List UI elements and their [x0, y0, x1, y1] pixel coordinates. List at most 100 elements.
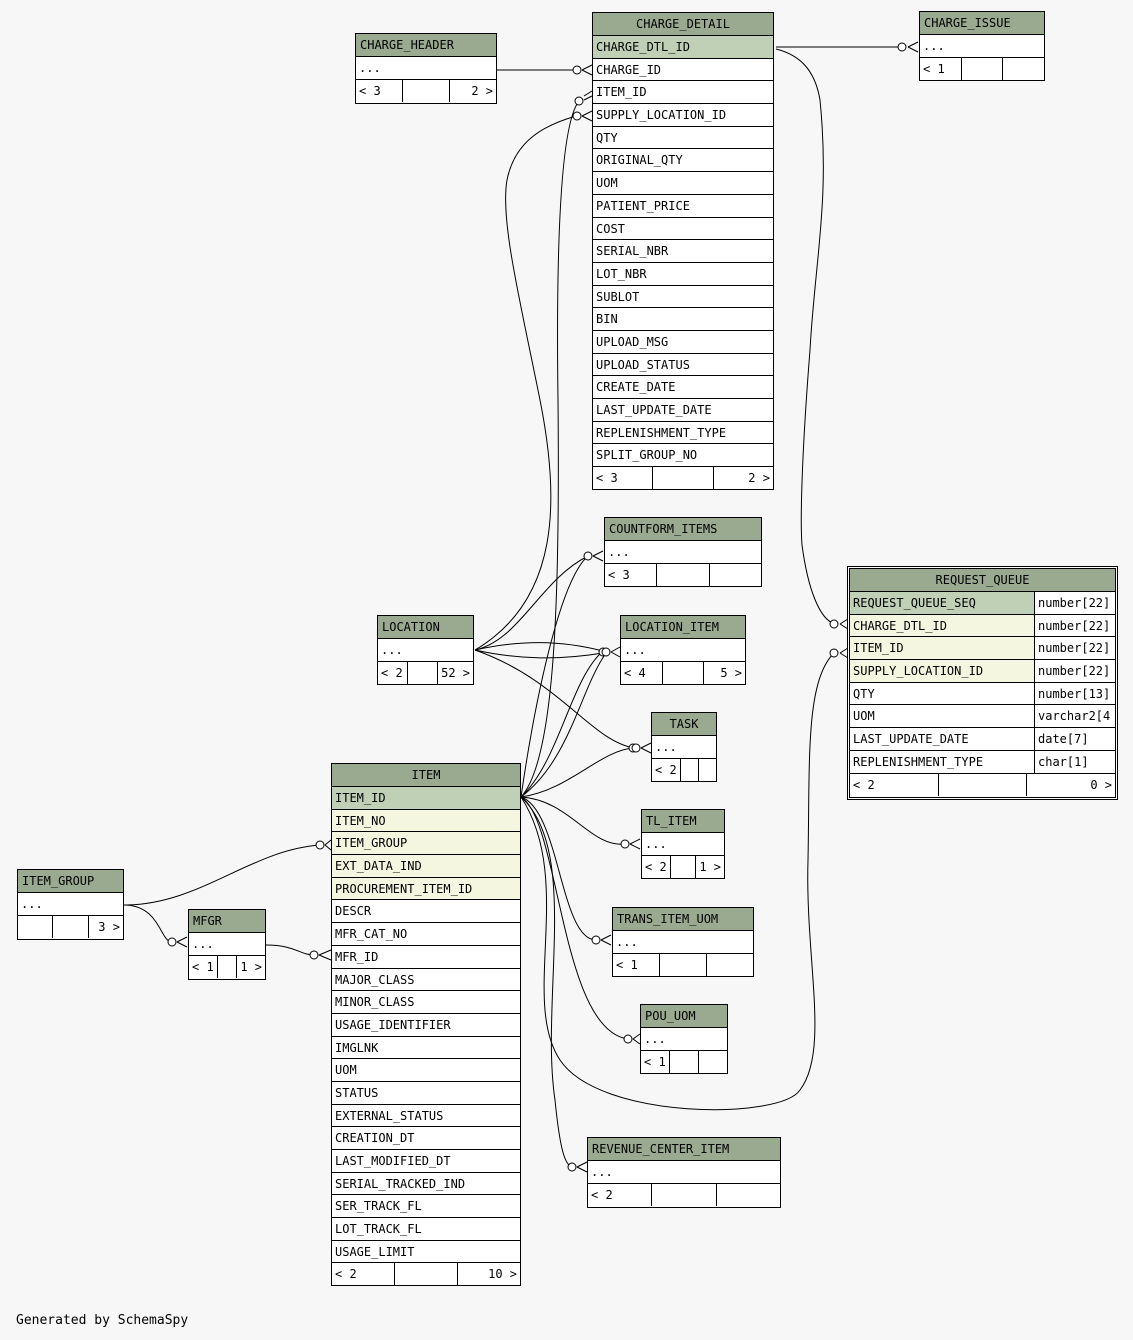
table-charge-detail[interactable]: CHARGE_DETAIL CHARGE_DTL_ID CHARGE_ID IT…	[592, 12, 774, 490]
table-item-group[interactable]: ITEM_GROUP ... 3 >	[17, 869, 124, 940]
column-row[interactable]: UOM	[593, 172, 773, 195]
parent-count[interactable]: < 2	[588, 1183, 653, 1206]
parent-count[interactable]: < 4	[621, 661, 663, 684]
child-count[interactable]: 1 >	[699, 859, 721, 874]
column-row[interactable]: LAST_UPDATE_DATE	[593, 399, 773, 422]
column-row[interactable]: SUBLOT	[593, 285, 773, 309]
column-row[interactable]: UOM	[332, 1059, 520, 1082]
column-row[interactable]: STATUS	[332, 1081, 520, 1105]
child-count[interactable]: 5 >	[720, 665, 743, 680]
column-row[interactable]: LOT_NBR	[593, 262, 773, 286]
column-row[interactable]: SUPPLY_LOCATION_ID	[593, 104, 773, 127]
table-pou-uom[interactable]: POU_UOM ... < 1	[640, 1004, 728, 1074]
table-charge-header[interactable]: CHARGE_HEADER ... < 3 2 >	[355, 33, 497, 104]
table-revenue-center-item[interactable]: REVENUE_CENTER_ITEM ... < 2	[587, 1137, 781, 1208]
column-row[interactable]: MINOR_CLASS	[332, 991, 520, 1014]
child-count[interactable]: 10 >	[488, 1267, 517, 1282]
child-count[interactable]	[710, 564, 761, 586]
parent-count[interactable]: < 2	[378, 661, 409, 684]
parent-count[interactable]: < 3	[605, 563, 658, 586]
table-tl-item[interactable]: TL_ITEM ... < 2 1 >	[641, 809, 725, 879]
column-row[interactable]: CREATION_DT	[332, 1127, 520, 1150]
table-location-item[interactable]: LOCATION_ITEM ... < 4 5 >	[620, 615, 746, 685]
column-row[interactable]: EXTERNAL_STATUS	[332, 1104, 520, 1128]
column-row[interactable]: UPLOAD_STATUS	[593, 353, 773, 377]
table-title: ITEM_GROUP	[18, 870, 123, 893]
column-row[interactable]: LAST_MODIFIED_DT	[332, 1150, 520, 1173]
parent-count[interactable]: < 3	[593, 467, 654, 490]
column-row[interactable]: PROCUREMENT_ITEM_ID	[332, 877, 520, 901]
table-mfgr[interactable]: MFGR ... < 1 1 >	[188, 909, 266, 980]
column-row[interactable]: EXT_DATA_IND	[332, 855, 520, 878]
table-task[interactable]: TASK ... < 2	[651, 712, 717, 782]
column-row[interactable]: ORIGINAL_QTY	[593, 149, 773, 173]
column-row[interactable]: SERIAL_NBR	[593, 240, 773, 263]
child-count[interactable]: 1 >	[240, 959, 262, 974]
table-row: ...	[621, 639, 745, 662]
parent-count[interactable]: < 2	[652, 758, 681, 781]
parent-count[interactable]: < 1	[613, 953, 660, 976]
footer-spacer	[395, 1263, 458, 1286]
column-row[interactable]: ITEM_ID	[332, 787, 520, 810]
column-row[interactable]: MAJOR_CLASS	[332, 968, 520, 992]
column-row[interactable]: PATIENT_PRICE	[593, 194, 773, 218]
parent-count[interactable]: < 2	[850, 773, 939, 796]
column-row[interactable]: SER_TRACK_FL	[332, 1195, 520, 1219]
column-name: CHARGE_DTL_ID	[853, 618, 947, 633]
column-row[interactable]: LOT_TRACK_FL	[332, 1218, 520, 1241]
column-row[interactable]: CREATE_DATE	[593, 376, 773, 399]
child-count[interactable]	[707, 954, 753, 976]
column-row[interactable]: SPLIT_GROUP_NO	[593, 444, 773, 468]
column-row[interactable]: CHARGE_DTL_ID number[22]	[850, 614, 1115, 638]
column-row[interactable]: COST	[593, 217, 773, 241]
column-row[interactable]: DESCR	[332, 900, 520, 924]
child-count[interactable]	[699, 759, 716, 781]
child-count[interactable]: 0 >	[1090, 777, 1113, 792]
column-row[interactable]: ITEM_GROUP	[332, 832, 520, 856]
column-row[interactable]: QTY	[593, 126, 773, 150]
parent-count[interactable]	[18, 915, 54, 938]
table-trans-item-uom[interactable]: TRANS_ITEM_UOM ... < 1	[612, 907, 754, 977]
column-row[interactable]: SERIAL_TRACKED_IND	[332, 1172, 520, 1196]
child-count[interactable]	[699, 1051, 727, 1073]
column-row[interactable]: IMGLNK	[332, 1036, 520, 1060]
parent-count[interactable]: < 2	[332, 1263, 395, 1286]
child-count[interactable]	[1003, 58, 1044, 80]
parent-count[interactable]: < 3	[356, 79, 403, 102]
child-count[interactable]: 2 >	[471, 83, 493, 98]
column-row[interactable]: CHARGE_DTL_ID	[593, 36, 773, 59]
child-count[interactable]	[717, 1184, 780, 1206]
parent-count[interactable]: < 2	[642, 855, 671, 878]
column-row[interactable]: BIN	[593, 308, 773, 331]
column-row[interactable]: MFR_CAT_NO	[332, 923, 520, 946]
column-row[interactable]: UPLOAD_MSG	[593, 330, 773, 354]
table-countform-items[interactable]: COUNTFORM_ITEMS ... < 3	[604, 517, 762, 587]
table-charge-issue[interactable]: CHARGE_ISSUE ... < 1	[919, 11, 1045, 81]
parent-count[interactable]: < 1	[641, 1050, 670, 1073]
column-row[interactable]: ITEM_ID	[593, 81, 773, 105]
table-item[interactable]: ITEM ITEM_ID ITEM_NO ITEM_GROUP EXT_DATA…	[331, 763, 521, 1286]
table-location[interactable]: LOCATION ... < 2 52 >	[377, 615, 474, 685]
column-type: number[22]	[1034, 614, 1115, 637]
column-row[interactable]: CHARGE_ID	[593, 58, 773, 82]
column-row[interactable]: ITEM_NO	[332, 809, 520, 833]
parent-count[interactable]: < 1	[189, 955, 218, 978]
column-row[interactable]: USAGE_IDENTIFIER	[332, 1013, 520, 1037]
child-count[interactable]: 3 >	[98, 919, 120, 934]
rel-location-task	[474, 649, 635, 749]
column-row[interactable]: USAGE_LIMIT	[332, 1240, 520, 1264]
table-footer: < 2 1 >	[642, 855, 724, 878]
column-row[interactable]: MFR_ID	[332, 945, 520, 969]
child-count[interactable]: 52 >	[441, 665, 470, 680]
parent-count[interactable]: < 1	[920, 57, 962, 80]
column-row[interactable]: REPLENISHMENT_TYPE	[593, 421, 773, 445]
child-count[interactable]: 2 >	[748, 471, 770, 486]
